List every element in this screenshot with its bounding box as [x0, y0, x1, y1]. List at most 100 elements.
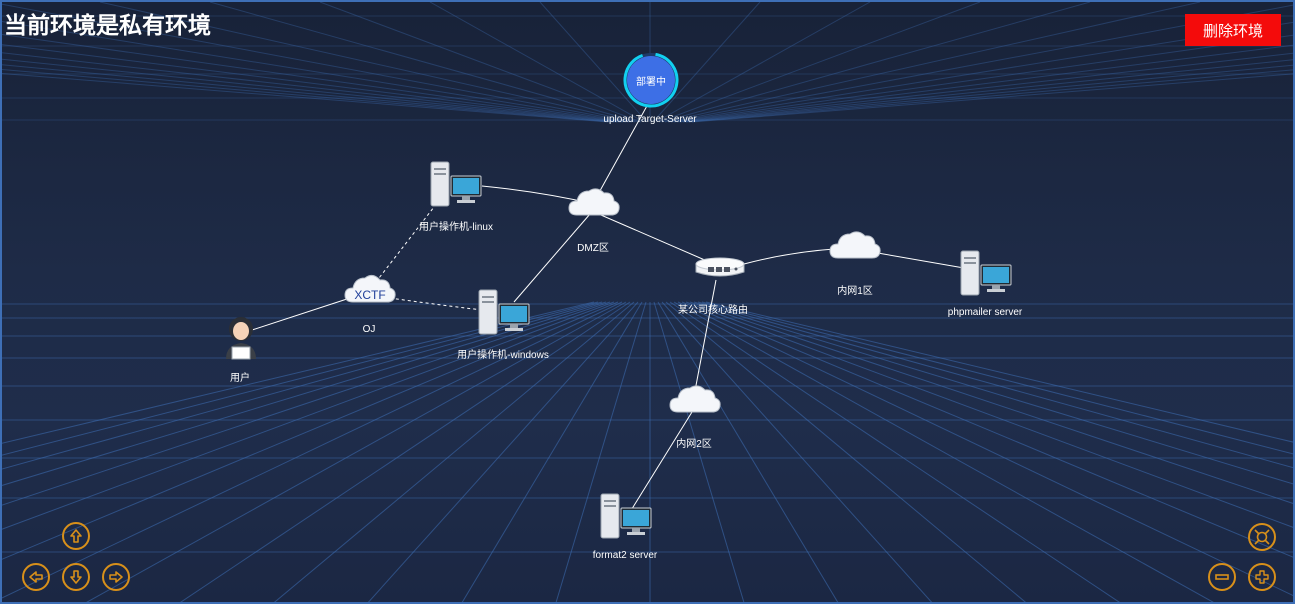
- grid-line: [661, 301, 933, 602]
- arrow-up-icon: [70, 529, 82, 543]
- grid-line: [2, 301, 599, 456]
- grid-line: [665, 301, 1026, 602]
- link-user-xctf: [251, 297, 351, 331]
- link-dmz-windows: [513, 213, 591, 303]
- grid-line: [367, 301, 639, 602]
- zoom-in-button[interactable]: [1248, 563, 1276, 591]
- grid-line: [429, 2, 645, 123]
- node-linux-workstation[interactable]: [429, 160, 485, 212]
- node-intranet-zone-1[interactable]: [828, 228, 882, 266]
- xctf-badge: XCTF: [354, 288, 386, 302]
- delete-environment-button[interactable]: 删除环境: [1185, 14, 1281, 46]
- grid-line: [681, 301, 1293, 558]
- node-label: phpmailer server: [947, 307, 1023, 318]
- fit-view-icon: [1254, 529, 1270, 545]
- grid-line: [2, 301, 619, 560]
- link-dmz-router: [593, 211, 715, 265]
- grid-line: [2, 21, 630, 123]
- grid-line: [669, 301, 1120, 602]
- node-upload-target-server[interactable]: 部署中: [622, 51, 680, 109]
- grid-line: [2, 64, 615, 123]
- grid-line: [697, 301, 1293, 469]
- link-xctf-windows: [389, 297, 483, 311]
- arrow-right-icon: [109, 571, 123, 583]
- workstation-icon: [430, 161, 482, 207]
- grid-line: [653, 301, 745, 602]
- node-xctf-oj[interactable]: XCTF: [343, 270, 397, 310]
- node-label: DMZ区: [577, 243, 609, 254]
- pan-right-button[interactable]: [102, 563, 130, 591]
- node-label: 内网1区: [837, 286, 873, 297]
- grid-line: [679, 52, 1293, 123]
- zoom-out-icon: [1215, 574, 1229, 580]
- grid-line: [2, 301, 595, 444]
- node-format2-server[interactable]: [599, 492, 655, 544]
- grid-line: [673, 34, 1293, 123]
- grid-line: [461, 301, 643, 602]
- node-label: 用户操作机-windows: [457, 350, 549, 361]
- fit-view-button[interactable]: [1248, 523, 1276, 551]
- grid-line: [2, 68, 612, 123]
- cloud-icon: [669, 385, 721, 413]
- grid-line: [693, 301, 1293, 485]
- grid-line: [539, 2, 648, 123]
- grid-line: [2, 301, 607, 486]
- node-label: 用户: [230, 373, 250, 384]
- node-phpmailer-server[interactable]: [959, 249, 1015, 301]
- grid-line: [689, 301, 1293, 504]
- arrow-left-icon: [29, 571, 43, 583]
- node-label: 内网2区: [676, 439, 712, 450]
- grid-line: [661, 2, 1091, 123]
- node-dmz-zone[interactable]: [567, 185, 621, 223]
- node-label: OJ: [362, 324, 376, 335]
- user-avatar-icon: [226, 317, 256, 360]
- grid-line: [274, 301, 635, 602]
- node-label: upload Target-Server: [603, 114, 697, 125]
- workstation-icon: [478, 289, 530, 335]
- cloud-icon: [344, 274, 396, 303]
- grid-line: [688, 69, 1293, 123]
- pan-up-button[interactable]: [62, 522, 90, 550]
- deploying-status-icon: [623, 52, 679, 108]
- page-title: 当前环境是私有环境: [4, 13, 211, 39]
- grid-line: [658, 2, 981, 123]
- grid-line: [2, 301, 615, 530]
- link-intranet2-format2: [629, 411, 693, 513]
- cloud-icon: [829, 231, 881, 259]
- arrow-down-icon: [70, 570, 82, 584]
- pan-down-button[interactable]: [62, 563, 90, 591]
- grid-line: [2, 301, 603, 470]
- grid-line: [2, 301, 611, 506]
- grid-line: [2, 72, 609, 123]
- node-label: 用户操作机-linux: [419, 222, 493, 233]
- grid-line: [676, 44, 1293, 123]
- grid-line: [657, 301, 839, 602]
- grid-line: [685, 301, 1293, 528]
- grid-line: [677, 301, 1293, 597]
- router-icon: [695, 257, 745, 277]
- link-intranet1-phpmailer: [871, 251, 965, 269]
- grid-line: [180, 301, 631, 602]
- grid-line: [673, 301, 1214, 602]
- grid-line: [99, 2, 636, 123]
- node-windows-workstation[interactable]: [477, 288, 533, 340]
- grid-line: [2, 58, 618, 123]
- grid-line: [2, 34, 627, 123]
- grid-line: [652, 2, 761, 123]
- node-label: 某公司核心路由: [678, 305, 748, 316]
- zoom-in-icon: [1255, 570, 1269, 584]
- node-core-router[interactable]: [692, 254, 748, 284]
- pan-left-button[interactable]: [22, 563, 50, 591]
- node-label: format2 server: [592, 550, 658, 561]
- link-xctf-linux: [371, 206, 435, 288]
- server-icon: [960, 250, 1012, 296]
- node-user[interactable]: [222, 311, 260, 365]
- grid-line: [682, 59, 1293, 123]
- node-intranet-zone-2[interactable]: [668, 382, 722, 420]
- grid-line: [2, 52, 621, 123]
- link-router-intranet2: [693, 279, 717, 397]
- grid-line: [664, 2, 1201, 123]
- zoom-out-button[interactable]: [1208, 563, 1236, 591]
